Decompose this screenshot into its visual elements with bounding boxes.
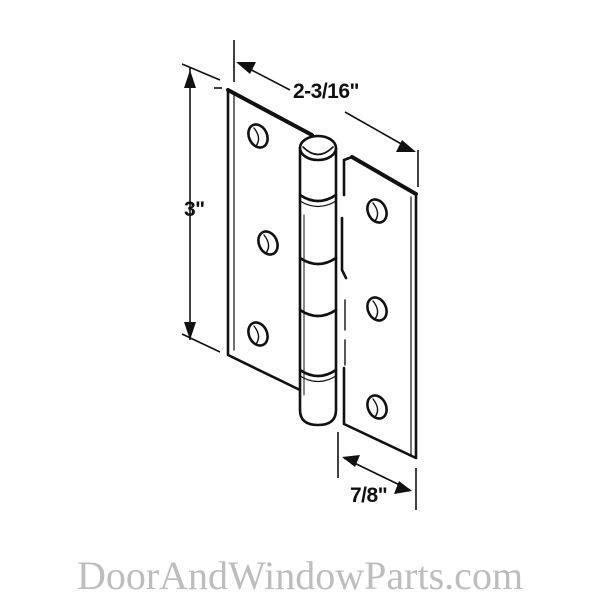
offset-dimension-label: 7/8" [350, 484, 388, 507]
screw-holes-left [247, 123, 279, 347]
dimension-lines [181, 40, 419, 510]
hinge-knuckle [298, 134, 338, 427]
height-dimension-label: 3" [184, 198, 205, 221]
watermark: DoorAndWindowParts.com [76, 553, 524, 598]
width-dimension-label: 2-3/16" [293, 80, 360, 103]
screw-holes-right [366, 198, 388, 420]
left-leaf [226, 88, 314, 392]
right-leaf [340, 155, 418, 460]
